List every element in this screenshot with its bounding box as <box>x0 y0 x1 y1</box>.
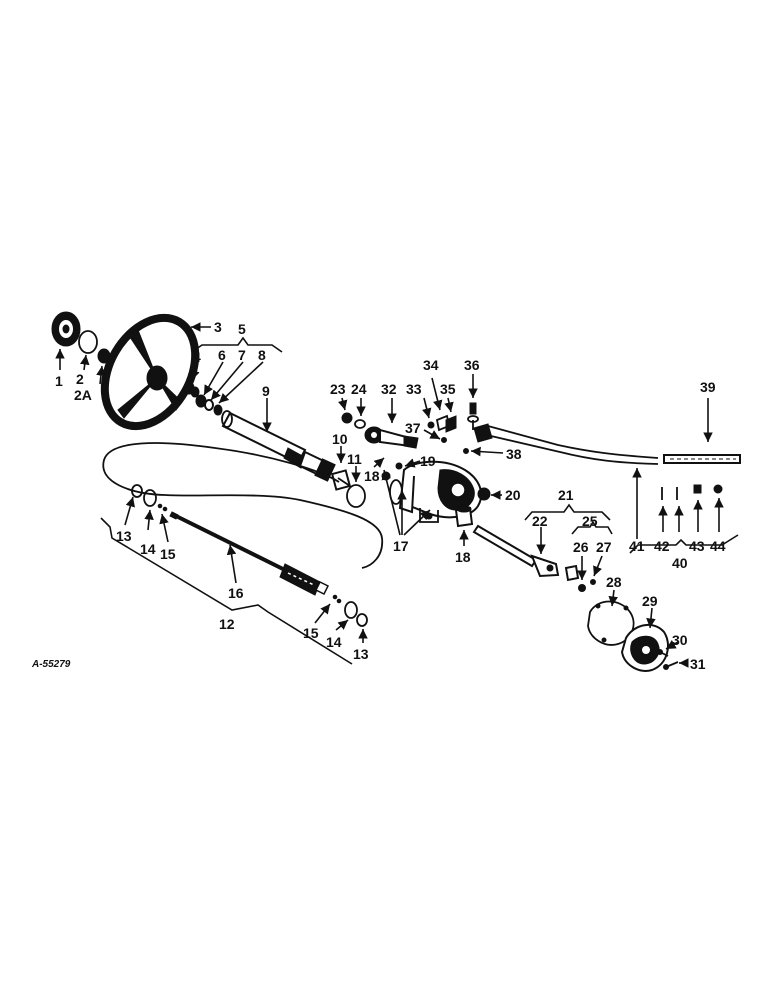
callout-15-upper: 15 <box>160 546 176 562</box>
bushing-4-part <box>183 381 200 398</box>
callout-4: 4 <box>193 349 201 365</box>
callout-14-lower: 14 <box>326 634 342 650</box>
callout-1: 1 <box>55 373 63 389</box>
callout-16: 16 <box>228 585 244 601</box>
callout-24: 24 <box>351 381 367 397</box>
callout-18-lower: 18 <box>455 549 471 565</box>
callout-41: 41 <box>629 538 645 554</box>
callout-18-upper: 18 <box>364 468 380 484</box>
callout-32: 32 <box>381 381 397 397</box>
callout-42: 42 <box>654 538 670 554</box>
retaining-ring-part <box>78 330 98 354</box>
callout-26: 26 <box>573 539 589 555</box>
callout-14-upper: 14 <box>140 541 156 557</box>
callout-9: 9 <box>262 383 270 399</box>
callout-2: 2 <box>76 371 84 387</box>
bearing-kit-5-part <box>195 394 223 416</box>
plug-20-part <box>477 487 491 501</box>
callout-13-lower: 13 <box>353 646 369 662</box>
steering-arm-part <box>472 524 560 578</box>
callout-17: 17 <box>393 538 409 554</box>
callout-25: 25 <box>582 513 598 529</box>
seal-11-part <box>346 484 366 508</box>
side-cover-part <box>620 623 669 672</box>
callout-43: 43 <box>689 538 705 554</box>
callout-31: 31 <box>690 656 706 672</box>
callout-38: 38 <box>506 446 522 462</box>
callout-11: 11 <box>347 451 362 467</box>
callout-23: 23 <box>330 381 346 397</box>
callout-37: 37 <box>405 420 421 436</box>
nut-23-washer-24-part <box>341 412 366 429</box>
cable-part <box>102 442 384 569</box>
callout-34: 34 <box>423 357 439 373</box>
callout-40: 40 <box>672 555 688 571</box>
hardware-26-27-part <box>564 564 596 592</box>
callout-30: 30 <box>672 632 688 648</box>
bolts-30-31-part <box>657 649 679 670</box>
steering-shaft-part <box>169 511 330 596</box>
steering-wheel-cap-part <box>51 311 81 347</box>
callout-15-lower: 15 <box>303 625 319 641</box>
bushing-set-lower-part <box>332 594 368 627</box>
callout-labels: 1 2 2A 3 4 5 6 7 8 9 10 11 12 13 13 14 1… <box>31 319 726 672</box>
callout-7: 7 <box>238 347 246 363</box>
callout-20: 20 <box>505 487 521 503</box>
steering-wheel-part <box>100 313 200 431</box>
bushing-18-part <box>454 505 474 528</box>
drawing-reference: A-55279 <box>31 659 71 670</box>
callout-28: 28 <box>606 574 622 590</box>
callout-19: 19 <box>420 453 436 469</box>
callout-8: 8 <box>258 347 266 363</box>
steering-column-tube-part <box>221 410 307 469</box>
callout-36: 36 <box>464 357 480 373</box>
callout-33: 33 <box>406 381 422 397</box>
callout-13-upper: 13 <box>116 528 132 544</box>
callout-3: 3 <box>214 319 222 335</box>
callout-5: 5 <box>238 321 246 337</box>
ball-joint-hardware-part <box>427 402 479 443</box>
callout-44: 44 <box>710 538 726 554</box>
leader-lines <box>55 322 739 668</box>
callout-21: 21 <box>558 487 574 503</box>
callout-29: 29 <box>642 593 658 609</box>
callout-2a: 2A <box>74 387 92 403</box>
bushing-set-upper-part <box>131 484 168 512</box>
callout-27: 27 <box>596 539 612 555</box>
callout-39: 39 <box>700 379 716 395</box>
drag-link-part <box>463 423 741 465</box>
callout-6: 6 <box>218 347 226 363</box>
callout-12: 12 <box>219 616 235 632</box>
tie-rod-end-hardware-part <box>661 484 723 500</box>
callout-10: 10 <box>332 431 348 447</box>
callout-22: 22 <box>532 513 548 529</box>
pitman-arm-part <box>364 426 419 449</box>
universal-joint-part <box>298 450 352 491</box>
callout-35: 35 <box>440 381 456 397</box>
